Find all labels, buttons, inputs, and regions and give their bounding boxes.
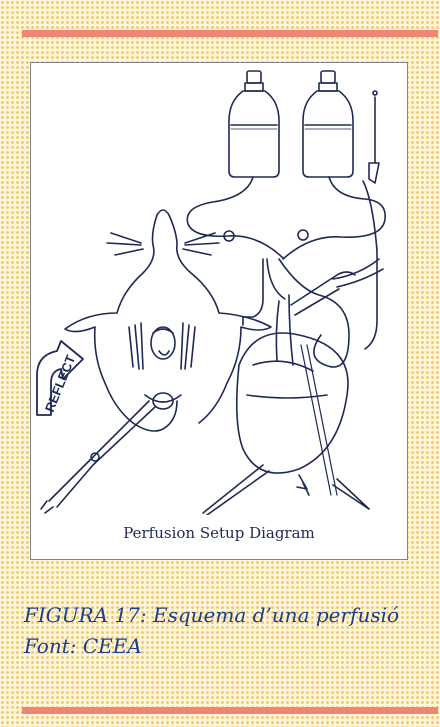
perfusion-bottles [229, 71, 353, 177]
caption-source: Font: CEEA [24, 631, 434, 662]
caption-title: FIGURA 17: Esquema d’una perfusió [24, 600, 434, 631]
figure-frame: REFLECT Perfusion Setup Diagram [30, 62, 408, 560]
heart-inset [203, 259, 383, 515]
top-accent-rule [22, 30, 438, 37]
perfusion-tubing [187, 91, 385, 367]
image-caption: Perfusion Setup Diagram [31, 524, 407, 542]
reflect-label: REFLECT [42, 353, 78, 414]
figure-caption: FIGURA 17: Esquema d’una perfusió Font: … [24, 600, 434, 662]
scissors [41, 401, 155, 513]
rat-outline [65, 210, 271, 431]
bottom-accent-rule [22, 707, 438, 714]
perfusion-illustration: REFLECT [33, 65, 405, 515]
